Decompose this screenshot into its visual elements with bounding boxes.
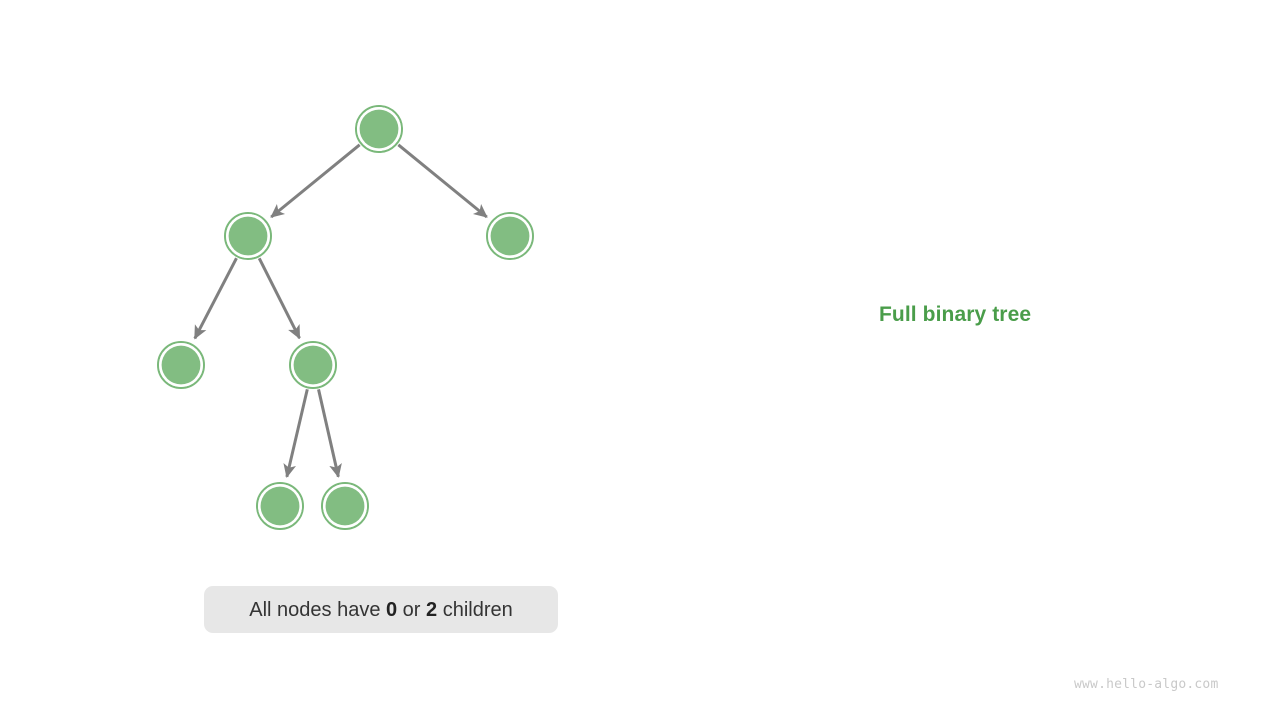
tree-node[interactable]: [486, 212, 534, 260]
caption-box: All nodes have 0 or 2 children: [204, 586, 558, 633]
node-layer: [157, 105, 534, 530]
node-body: [161, 345, 201, 385]
caption-middle: or: [397, 598, 427, 621]
edge-layer: [193, 143, 488, 478]
caption-count-zero: 0: [386, 598, 398, 621]
node-outer-ring: [321, 482, 369, 530]
caption-text: All nodes have 0 or 2 children: [249, 600, 513, 620]
node-gap-ring: [357, 106, 402, 151]
page-title: Full binary tree: [879, 303, 1032, 326]
tree-node[interactable]: [157, 341, 205, 389]
tree-edge: [257, 257, 301, 340]
node-gap-ring: [488, 213, 533, 258]
tree-node[interactable]: [224, 212, 272, 260]
node-body: [359, 109, 399, 149]
tree-edge: [317, 389, 342, 478]
tree-edge: [397, 143, 488, 219]
tree-node[interactable]: [256, 482, 304, 530]
node-body: [228, 216, 268, 256]
node-body: [325, 486, 365, 526]
tree-node[interactable]: [289, 341, 337, 389]
node-gap-ring: [291, 343, 336, 388]
node-outer-ring: [486, 212, 534, 260]
node-gap-ring: [258, 484, 303, 529]
node-outer-ring: [355, 105, 403, 153]
node-outer-ring: [224, 212, 272, 260]
caption-prefix: All nodes have: [249, 598, 386, 621]
node-outer-ring: [157, 341, 205, 389]
caption-suffix: children: [437, 598, 513, 621]
node-body: [293, 345, 333, 385]
node-gap-ring: [158, 343, 203, 388]
caption-count-two: 2: [426, 598, 438, 621]
tree-node[interactable]: [321, 482, 369, 530]
watermark: www.hello-algo.com: [1074, 677, 1219, 692]
tree-edge: [193, 257, 238, 340]
node-gap-ring: [323, 484, 368, 529]
node-outer-ring: [256, 482, 304, 530]
tree-node[interactable]: [355, 105, 403, 153]
tree-edge: [283, 388, 309, 478]
node-body: [260, 486, 300, 526]
node-outer-ring: [289, 341, 337, 389]
node-gap-ring: [225, 213, 270, 258]
node-body: [490, 216, 530, 256]
tree-edge: [270, 143, 361, 219]
